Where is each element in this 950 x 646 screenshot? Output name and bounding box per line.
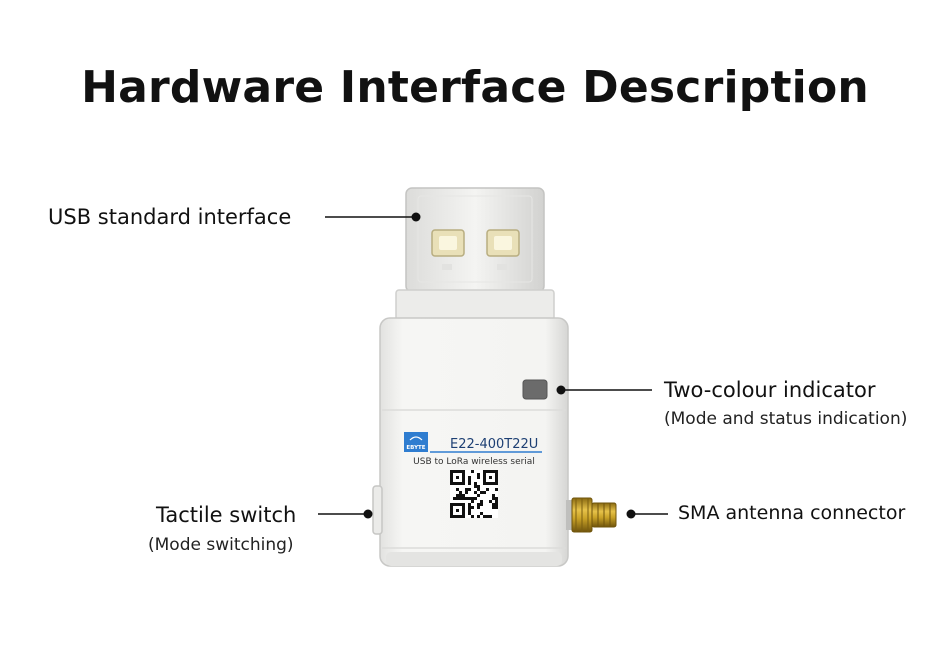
label-tactile-switch-sub: (Mode switching) <box>148 535 294 555</box>
usb-plug <box>405 187 545 293</box>
model-text: E22-400T22U <box>450 437 538 452</box>
leader-indicator-dot <box>556 385 566 395</box>
qr-code <box>450 470 498 518</box>
sma-connector <box>566 497 617 533</box>
label-usb-interface: USB standard interface <box>48 205 292 229</box>
leader-usb-dot <box>411 212 421 222</box>
leader-switch-dot <box>363 509 373 519</box>
subtitle-text: USB to LoRa wireless serial <box>413 457 535 467</box>
brand-badge <box>404 432 428 452</box>
label-indicator: Two-colour indicator <box>664 378 876 402</box>
label-tactile-switch: Tactile switch <box>156 503 297 527</box>
label-sma-connector: SMA antenna connector <box>678 502 906 524</box>
brand-text: EBYTE <box>406 445 425 451</box>
wireless-icon <box>409 436 423 441</box>
product-label: EBYTE E22-400T22U USB to LoRa wireless s… <box>404 432 542 518</box>
module-housing <box>379 317 569 567</box>
usb-collar <box>395 289 555 321</box>
tactile-switch <box>372 485 383 535</box>
leader-antenna-dot <box>626 509 636 519</box>
page-title: Hardware Interface Description <box>81 62 869 113</box>
leader-lines <box>318 212 668 519</box>
indicator-led <box>522 379 548 400</box>
label-indicator-sub: (Mode and status indication) <box>664 409 908 429</box>
